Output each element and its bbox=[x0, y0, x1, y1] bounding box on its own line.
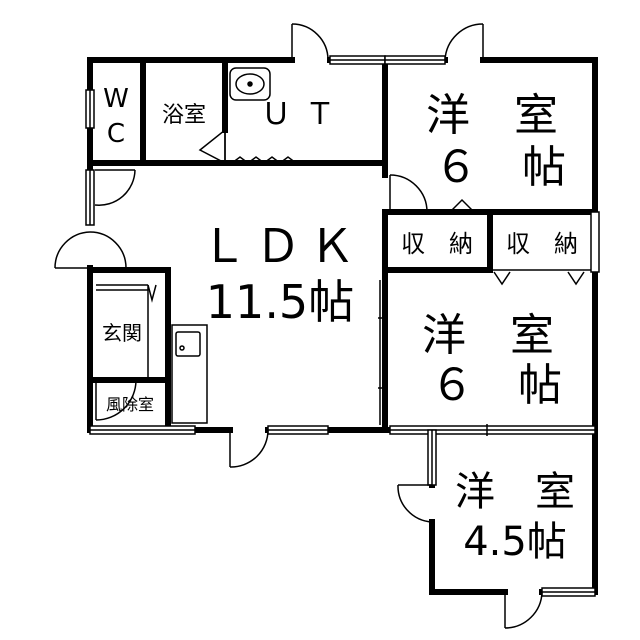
entrance-label: 玄関 bbox=[102, 321, 142, 345]
doors bbox=[54, 23, 585, 629]
bath-label: 浴室 bbox=[162, 103, 206, 128]
western-room-3-size: 4.5帖 bbox=[463, 519, 567, 565]
storage-1-label: 収 納 bbox=[401, 230, 473, 258]
storage-2-label: 収 納 bbox=[506, 230, 578, 258]
ut-label: ＵＴ bbox=[261, 97, 349, 132]
western-room-2-size: ６ 帖 bbox=[430, 360, 562, 411]
western-room-2-label: 洋 室 bbox=[422, 310, 554, 361]
western-room-1-label: 洋 室 bbox=[426, 90, 558, 141]
ut-fixtures bbox=[229, 67, 297, 164]
wc-label-w: W bbox=[103, 84, 129, 114]
western-room-3-label: 洋 室 bbox=[455, 469, 575, 515]
thin-lines bbox=[96, 269, 595, 425]
ldk-size: 11.5帖 bbox=[206, 275, 354, 329]
ldk-label: ＬＤＫ bbox=[201, 219, 363, 273]
western-room-1-size: ６ 帖 bbox=[434, 142, 566, 193]
wc-label-c: C bbox=[107, 119, 125, 149]
windows bbox=[85, 55, 600, 597]
windbreak-room-label: 風除室 bbox=[106, 395, 154, 414]
